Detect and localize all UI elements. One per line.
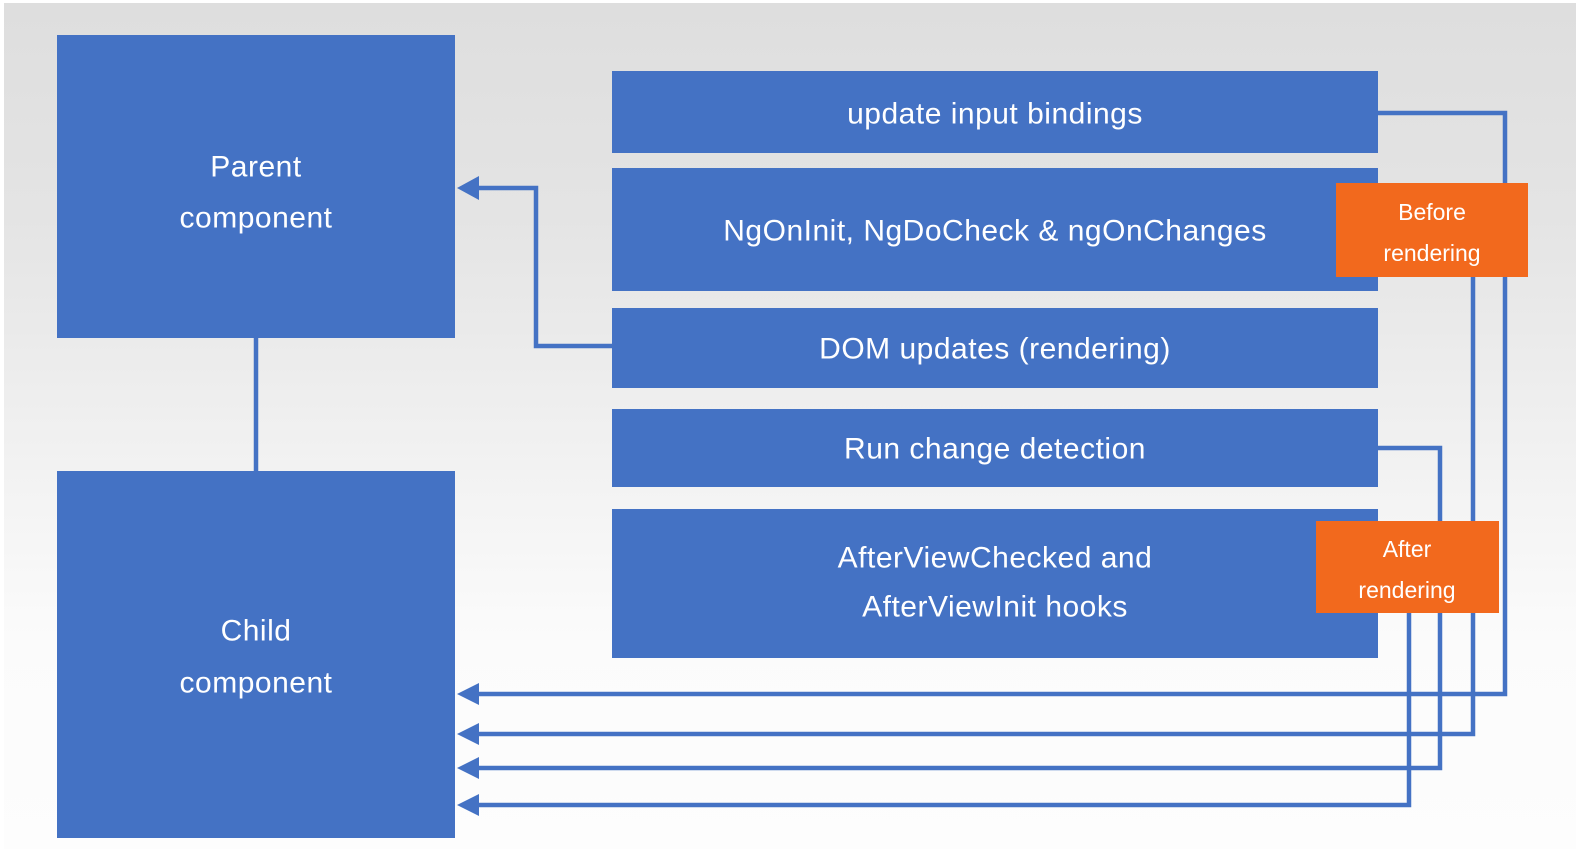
after-rendering-label-line2: rendering [1358, 577, 1455, 603]
before-rendering-label-line2: rendering [1383, 240, 1480, 266]
component-boxes [57, 35, 455, 838]
arrowhead-to-child-4-icon [457, 794, 479, 816]
step-run-change-detection-label: Run change detection [844, 433, 1146, 466]
step-ngoninit-label: NgOnInit, NgDoCheck & ngOnChanges [723, 215, 1266, 248]
parent-component-label-line1: Parent [210, 151, 302, 184]
step-update-input-bindings-label: update input bindings [847, 98, 1143, 131]
labels: Parent component Child component update … [180, 98, 1481, 700]
step-dom-updates-box [612, 308, 1378, 388]
child-component-box [57, 471, 455, 838]
after-rendering-label-line1: After [1383, 536, 1432, 562]
arrowheads [457, 176, 479, 816]
step-boxes [612, 71, 1378, 658]
parent-component-box [57, 35, 455, 338]
step-afterview-label-line2: AfterViewInit hooks [862, 591, 1128, 624]
dom-updates-to-parent-line [476, 185, 612, 349]
child-component-label-line2: component [180, 667, 333, 700]
step-run-change-detection-box [612, 409, 1378, 487]
child-component-label-line1: Child [221, 615, 292, 648]
parent-component-label-line2: component [180, 202, 333, 235]
rendering-badges [1316, 183, 1528, 613]
arrowhead-to-parent-icon [457, 176, 479, 200]
step-ngoninit-box [612, 168, 1378, 291]
update-bindings-to-child-line [476, 110, 1508, 697]
arrowhead-to-child-2-icon [457, 723, 479, 745]
step-afterview-box [612, 509, 1378, 658]
step-dom-updates-label: DOM updates (rendering) [819, 333, 1171, 366]
before-rendering-badge [1336, 183, 1528, 277]
after-rendering-badge [1316, 521, 1499, 613]
arrowhead-to-child-1-icon [457, 683, 479, 705]
step-update-input-bindings-box [612, 71, 1378, 153]
before-rendering-label-line1: Before [1398, 199, 1466, 225]
step-afterview-label-line1: AfterViewChecked and [838, 542, 1153, 575]
arrowhead-to-child-3-icon [457, 757, 479, 779]
